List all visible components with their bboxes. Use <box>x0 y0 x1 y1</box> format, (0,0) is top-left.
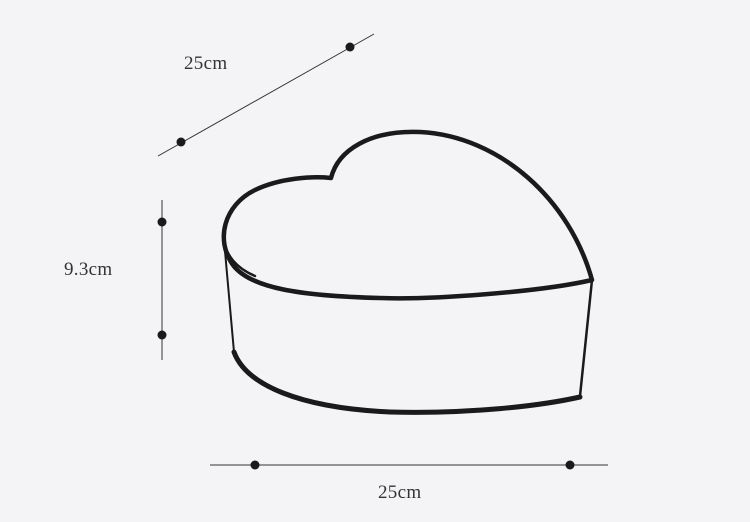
width-marker-start <box>250 460 260 470</box>
height-marker-bottom <box>157 330 167 340</box>
width-label: 25cm <box>378 482 422 503</box>
box-left-wall <box>223 239 235 353</box>
height-dimension-line <box>157 200 167 360</box>
box-bottom-edge <box>231 349 583 415</box>
heart-box-outline-icon <box>221 129 595 415</box>
height-label: 9.3cm <box>64 259 113 280</box>
depth-dimension-line <box>157 33 375 157</box>
width-marker-end <box>565 460 575 470</box>
lid-top-outline <box>221 129 595 301</box>
height-marker-top <box>157 217 167 227</box>
depth-label: 25cm <box>184 53 228 74</box>
width-dimension-line <box>210 460 608 470</box>
box-right-wall <box>578 278 594 398</box>
depth-marker-end <box>345 42 355 52</box>
depth-marker-start <box>176 137 186 147</box>
